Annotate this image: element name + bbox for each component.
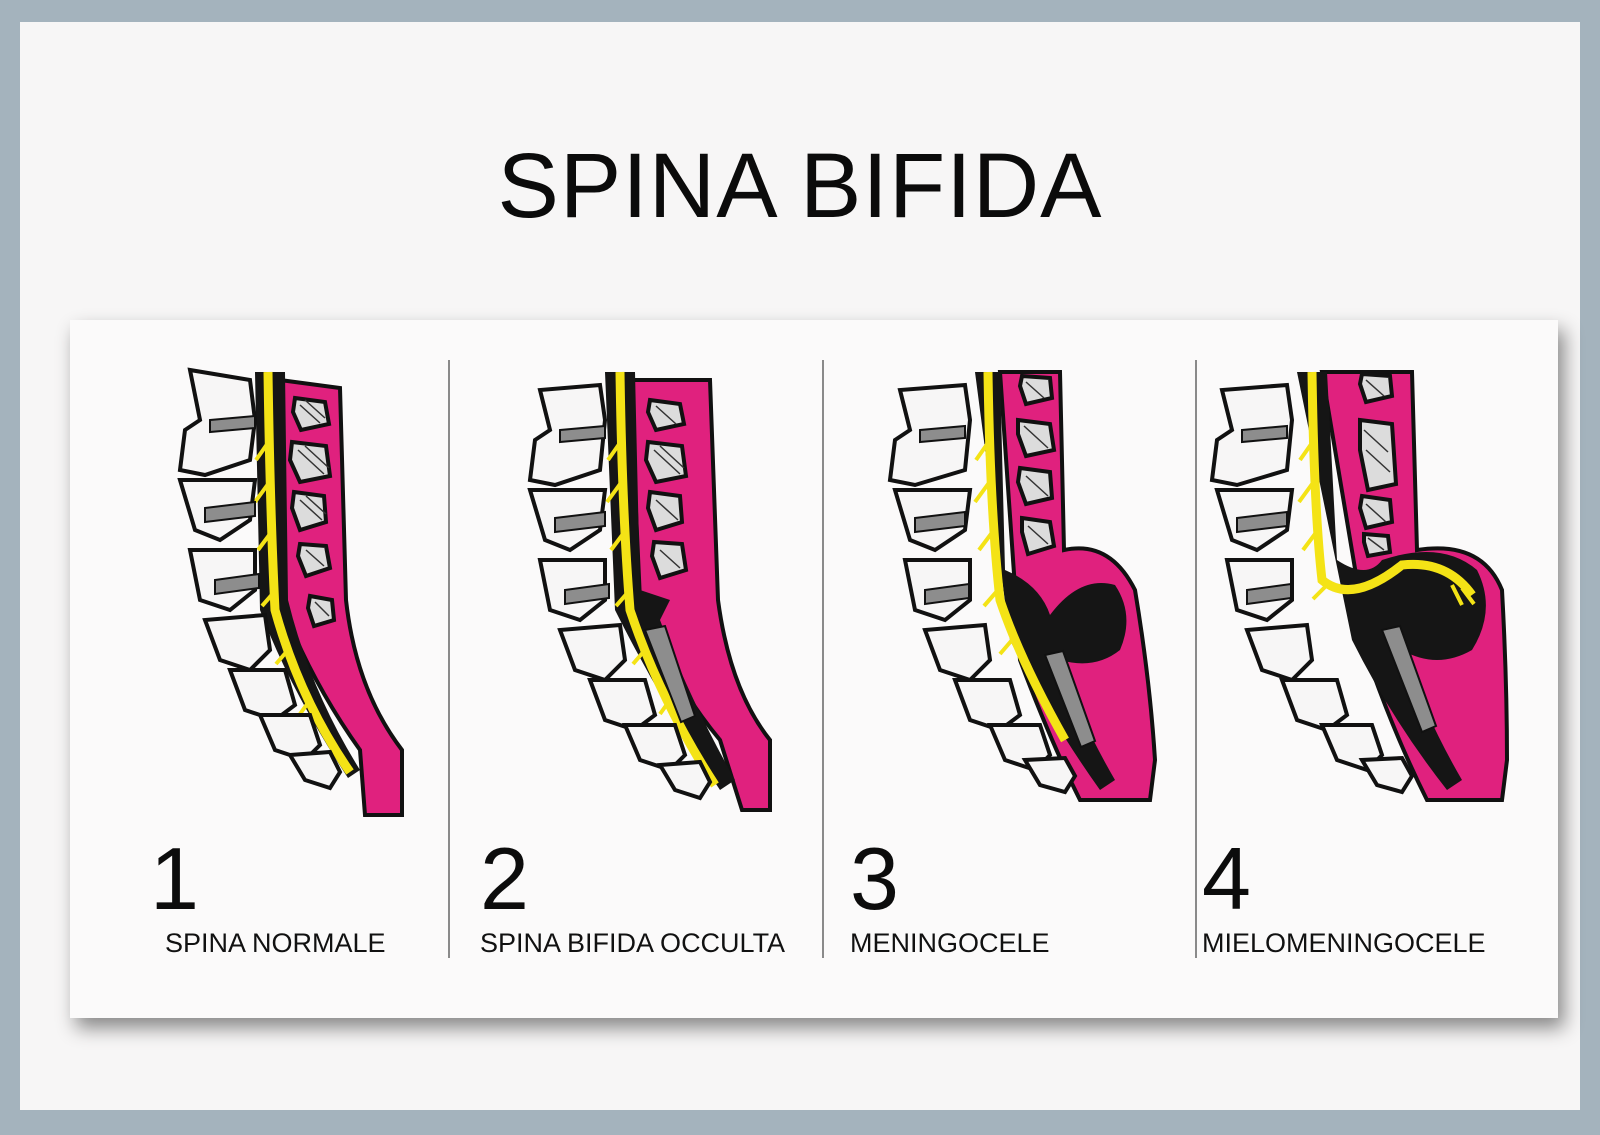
panel-label: MIELOMENINGOCELE <box>1202 928 1486 958</box>
panel-number: 4 <box>1202 829 1251 928</box>
panel-divider <box>1195 360 1197 958</box>
panel-number: 2 <box>480 829 529 928</box>
panel-label: MENINGOCELE <box>850 928 1050 958</box>
panel-mielomeningocele: 4 MIELOMENINGOCELE <box>1202 320 1572 1018</box>
mielomeningocele-illustration <box>1209 370 1510 802</box>
panel-label: SPINA BIFIDA OCCULTA <box>480 928 786 958</box>
panel-spina-bifida-occulta: 2 SPINA BIFIDA OCCULTA <box>480 320 850 1018</box>
page-title: SPINA BIFIDA <box>497 135 1103 237</box>
panel-divider <box>822 360 824 958</box>
panel-label: SPINA NORMALE <box>165 928 386 958</box>
normal-spine-illustration <box>177 367 404 817</box>
panel-spina-normale: 1 SPINA NORMALE <box>110 320 480 1018</box>
diagram-card: 1 SPINA NORMALE <box>70 320 1558 1018</box>
panel-number: 3 <box>850 829 899 928</box>
occulta-spine-illustration <box>527 371 772 812</box>
panel-number: 1 <box>150 829 199 928</box>
sheet: SPINA BIFIDA <box>20 22 1580 1110</box>
meningocele-illustration <box>887 370 1158 802</box>
panel-meningocele: 3 MENINGOCELE <box>850 320 1220 1018</box>
panel-divider <box>448 360 450 958</box>
